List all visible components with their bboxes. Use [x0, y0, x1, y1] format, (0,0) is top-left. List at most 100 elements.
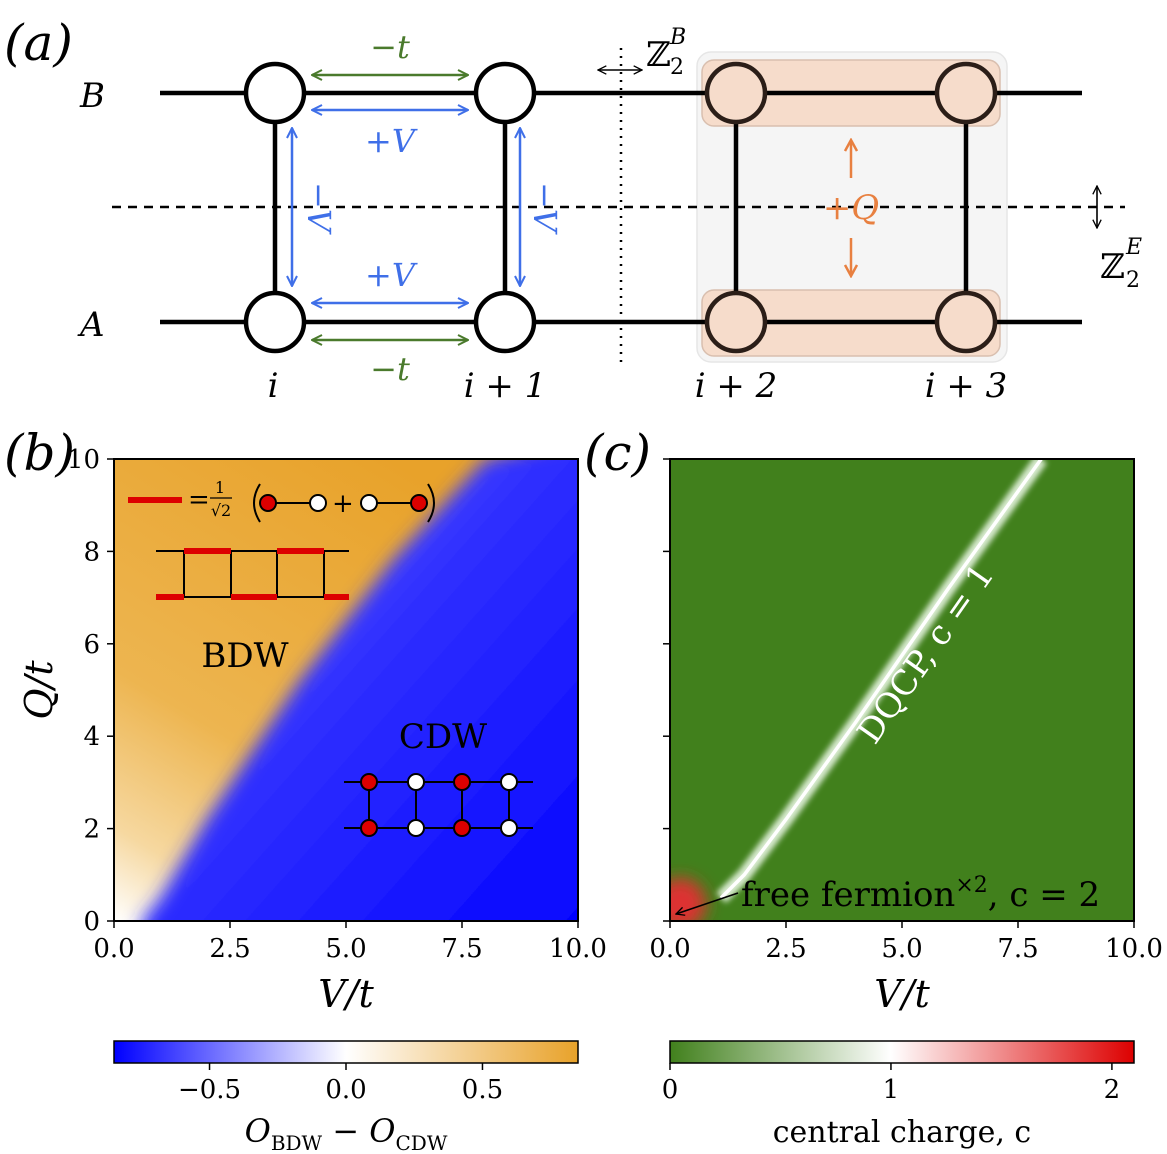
- site-label-i2: i + 2: [695, 366, 778, 406]
- bdw-schematic: [156, 548, 349, 600]
- bond-eq-equals: =: [188, 485, 210, 515]
- cdw-region: [141, 459, 578, 921]
- bond-eq-denominator: √2: [211, 501, 231, 520]
- site-b-i: [243, 61, 307, 125]
- cdw-site-filled: [360, 819, 378, 837]
- y-tick-label: 2: [83, 815, 100, 845]
- colorbar-tick-label: −0.5: [178, 1075, 241, 1105]
- y-axis-label-b: Q/t: [17, 660, 61, 720]
- colorbar-c-gradient: [669, 1040, 1135, 1064]
- free-fermion-region: [670, 878, 706, 921]
- leg-b-label: B: [79, 76, 105, 116]
- colorbar-c-label: central charge, c: [773, 1115, 1031, 1150]
- y-tick-label: 0: [83, 907, 100, 937]
- x-tick-label: 10.0: [549, 934, 607, 964]
- colorbar-tick-label: 0: [662, 1075, 679, 1105]
- x-tick-label: 2.5: [765, 934, 806, 964]
- x-axis-label-b: V/t: [318, 972, 374, 1016]
- bond-eq-paren-left: [253, 483, 261, 523]
- dqcp-line: [719, 459, 1043, 900]
- x-tick-label: 5.0: [881, 934, 922, 964]
- cdw-schematic: [344, 773, 533, 837]
- x-tick-label: 10.0: [1105, 934, 1163, 964]
- panel-c-label: (c): [584, 424, 651, 482]
- colorbar-tick-label: 1: [883, 1075, 900, 1105]
- bond-eq-numerator: 1: [215, 478, 225, 497]
- colorbar-b-ticks: −0.5 0.0 0.5: [178, 1063, 503, 1105]
- z2-e-symbol: ℤ: [1100, 247, 1125, 287]
- panel-b-label: (b): [4, 424, 75, 482]
- colorbar-c: 0 1 2 central charge, c: [662, 1040, 1135, 1150]
- heatmap-b: [114, 459, 578, 921]
- bond-eq-site-filled2: [410, 494, 428, 512]
- site-label-i: i: [268, 366, 279, 406]
- y-tick-label: 6: [83, 630, 100, 660]
- bond-eq-paren-right: [427, 483, 435, 523]
- site-a-i: [243, 290, 307, 354]
- z2-e-subscript: 2: [1126, 268, 1140, 293]
- free-fermion-label: free fermion×2, c = 2: [741, 873, 1100, 915]
- x-tick-label: 0.0: [93, 934, 134, 964]
- x-tick-label: 7.5: [997, 934, 1038, 964]
- y-tick-label: 10: [67, 445, 100, 475]
- heatmap-c: [670, 459, 1134, 921]
- cdw-site-filled: [453, 819, 471, 837]
- cdw-site-empty: [500, 819, 518, 837]
- colorbar-b: −0.5 0.0 0.5 OBDW − OCDW: [113, 1040, 579, 1154]
- site-a-i3: [934, 290, 998, 354]
- leg-a-label: A: [77, 305, 105, 345]
- x-tick-label: 5.0: [325, 934, 366, 964]
- bond-eq-site-empty2: [360, 494, 378, 512]
- x-axis-label-c: V/t: [874, 972, 930, 1016]
- bond-eq-plus: +: [332, 489, 354, 519]
- site-label-i1: i + 1: [464, 366, 547, 406]
- colorbar-b-gradient: [113, 1040, 579, 1064]
- y-tick-label: 8: [83, 537, 100, 567]
- free-fermion-arrow: [676, 892, 739, 914]
- cdw-site-empty: [407, 773, 425, 791]
- panel-a: (a) −t −t +V +V: [4, 14, 1142, 406]
- int-label-right: −V: [526, 182, 564, 235]
- site-b-i3: [934, 61, 998, 125]
- x-tick-label: 2.5: [209, 934, 250, 964]
- cdw-site-empty: [500, 773, 518, 791]
- cdw-site-empty: [407, 819, 425, 837]
- int-label-left: −V: [300, 182, 338, 235]
- hop-label-bottom: −t: [370, 350, 410, 388]
- plaquette-label: +Q: [823, 188, 879, 228]
- site-a-i2: [704, 290, 768, 354]
- z2-b-symbol: ℤ: [646, 35, 671, 75]
- panel-a-label: (a): [4, 14, 73, 72]
- colorbar-tick-label: 2: [1104, 1075, 1121, 1105]
- axis-ticks-b: 0.0 2.5 5.0 7.5 10.0 0 2 4 6 8 10: [67, 445, 607, 964]
- y-tick-label: 4: [83, 722, 100, 752]
- site-a-i1: [473, 290, 537, 354]
- gapped-region: [670, 459, 1134, 921]
- z2-e-superscript: E: [1125, 235, 1142, 260]
- colorbar-c-ticks: 0 1 2: [662, 1063, 1120, 1105]
- bond-eq-site-filled: [259, 494, 277, 512]
- cdw-site-filled: [453, 773, 471, 791]
- colorbar-tick-label: 0.5: [462, 1075, 503, 1105]
- z2-b-superscript: B: [669, 25, 686, 50]
- site-b-i2: [704, 61, 768, 125]
- colorbar-tick-label: 0.0: [325, 1075, 366, 1105]
- hop-label-top: −t: [370, 28, 410, 66]
- int-label-bottom: +V: [365, 256, 418, 294]
- site-b-i1: [473, 61, 537, 125]
- colorbar-b-label: OBDW − OCDW: [245, 1112, 448, 1154]
- x-tick-label: 7.5: [441, 934, 482, 964]
- int-label-top: +V: [365, 122, 418, 160]
- bdw-label: BDW: [201, 636, 288, 676]
- site-label-i3: i + 3: [925, 366, 1008, 406]
- x-tick-label: 0.0: [649, 934, 690, 964]
- bond-legend: = 1 √2 +: [128, 478, 435, 523]
- bond-eq-site-empty: [309, 494, 327, 512]
- z2-b-subscript: 2: [670, 55, 684, 80]
- cdw-label: CDW: [399, 717, 487, 757]
- cdw-site-filled: [360, 773, 378, 791]
- axis-ticks-c: 0.0 2.5 5.0 7.5 10.0: [649, 458, 1163, 964]
